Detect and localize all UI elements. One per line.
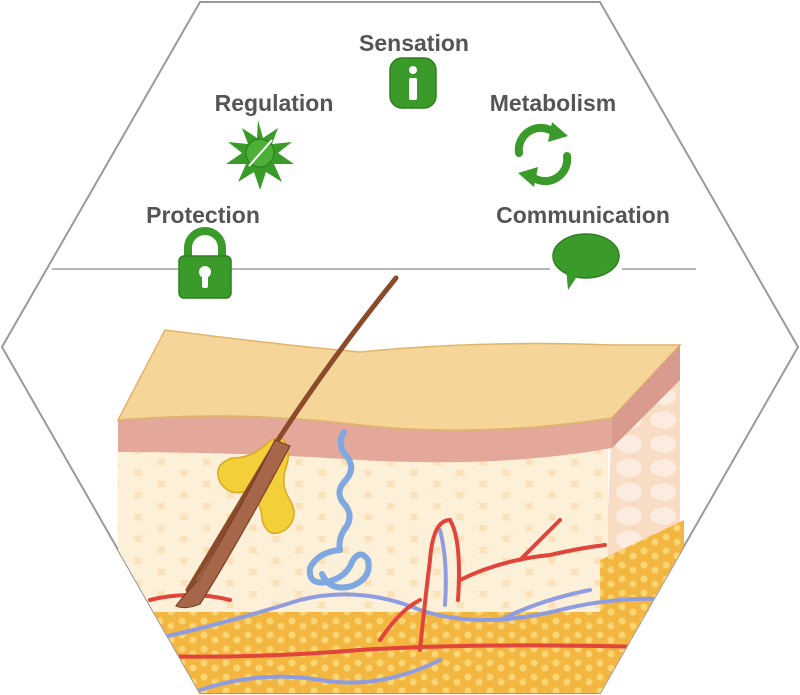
skin-cross-section	[116, 275, 685, 693]
label-communication: Communication	[496, 202, 670, 228]
padlock-icon	[178, 227, 232, 299]
arteries	[116, 517, 685, 659]
label-protection: Protection	[146, 202, 260, 228]
sweat-gland	[306, 429, 372, 591]
hair-follicle	[175, 439, 291, 609]
info-icon	[389, 57, 437, 109]
hair-shaft	[185, 275, 399, 593]
label-regulation: Regulation	[214, 90, 334, 116]
speech-bubble-icon	[552, 233, 620, 290]
veins	[148, 528, 682, 692]
label-metabolism: Metabolism	[489, 90, 617, 116]
fat-layer	[118, 612, 683, 693]
label-sensation: Sensation	[359, 30, 469, 56]
recycle-icon	[514, 122, 572, 187]
epidermis-layer	[118, 416, 612, 463]
sun-icon	[226, 120, 294, 190]
